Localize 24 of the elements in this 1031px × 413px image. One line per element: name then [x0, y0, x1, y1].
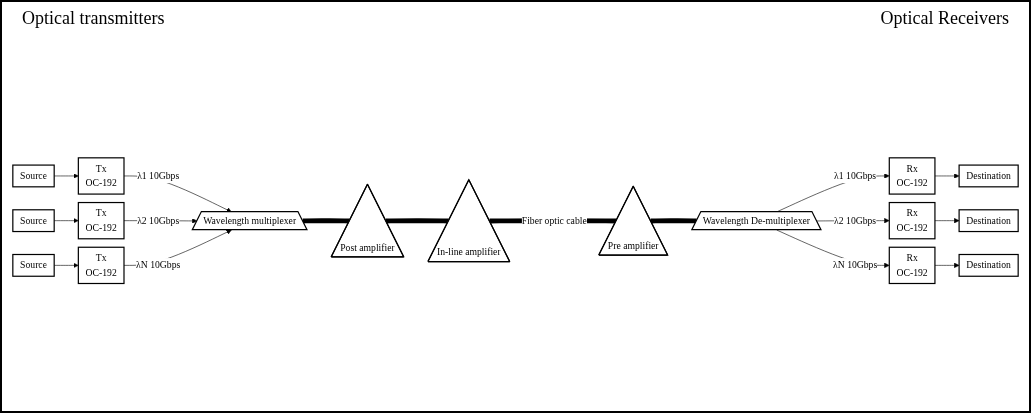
node-box: Tx OC-192	[77, 157, 125, 195]
connector	[385, 218, 449, 224]
node-box: Rx OC-192	[888, 246, 936, 284]
node-box: Rx OC-192	[888, 201, 936, 240]
edge-label: Fiber optic cable	[521, 215, 587, 226]
edge-label: λ2 10Gbps	[137, 215, 180, 226]
edge-label: λ1 10Gbps	[137, 170, 180, 181]
connector	[302, 218, 350, 224]
section-heading: Optical transmitters	[22, 8, 165, 29]
node-box: Tx OC-192	[77, 201, 125, 240]
edge-label: λN 10Gbps	[136, 259, 181, 271]
node-box: Source	[12, 164, 55, 188]
node-box: Tx OC-192	[77, 246, 125, 284]
node-box: Destination	[958, 253, 1019, 277]
section-heading: Optical Receivers	[880, 8, 1009, 29]
connector	[650, 218, 697, 224]
node-box: Rx OC-192	[888, 157, 936, 195]
node-box: Source	[12, 209, 55, 232]
node-box: Destination	[958, 209, 1019, 232]
node-box: Source	[12, 253, 55, 277]
node-box: Destination	[958, 164, 1019, 188]
edge-label: λ1 10Gbps	[834, 170, 877, 181]
edge-label: λ2 10Gbps	[834, 215, 877, 226]
edge-label: λN 10Gbps	[833, 259, 878, 271]
